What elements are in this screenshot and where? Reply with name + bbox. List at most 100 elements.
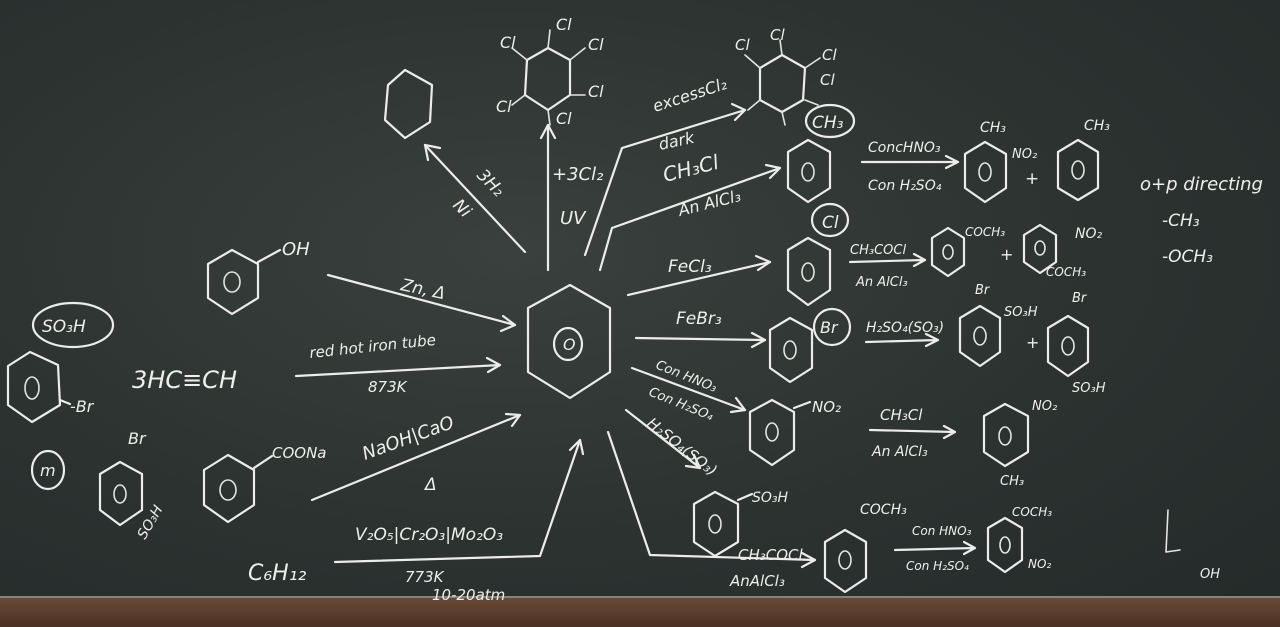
cl-label: Cl xyxy=(500,33,516,52)
no2-label: NO₂ xyxy=(812,398,841,416)
coch3-label: COCH₃ xyxy=(860,502,907,518)
coch3-label: COCH₃ xyxy=(965,225,1005,239)
bromobenzenesulfonic-ortho: Br SO₃H xyxy=(958,283,1038,368)
plus-label: + xyxy=(1000,245,1013,264)
coch3-label: COCH₃ xyxy=(1012,505,1052,519)
cl-label: Cl xyxy=(820,71,835,89)
so3h-label: SO₃H xyxy=(135,502,167,542)
ch3cocl-label: CH₃COCl xyxy=(738,546,804,564)
an-alcl3-label: An AlCl₃ xyxy=(871,444,928,460)
bromo-sulfonic-meta: Br SO₃H xyxy=(98,429,167,542)
so3h-label: SO₃H xyxy=(1072,381,1106,396)
hexachlorocyclohexane: Cl Cl Cl Cl Cl Cl xyxy=(496,15,604,128)
temp-873-label: 873K xyxy=(368,378,408,396)
m-nitrotoluene: NO₂ CH₃ xyxy=(982,399,1057,489)
conc-hno3-label: ConcHNO₃ xyxy=(868,140,941,156)
alcl3-label: An AlCl₃ xyxy=(675,186,742,220)
red-hot-iron-label: red hot iron tube xyxy=(309,331,437,362)
h2so4-so3-label: H₂SO₄(SO₃) xyxy=(866,320,944,336)
br-label: Br xyxy=(820,318,839,337)
an-alcl3-label: An AlCl₃ xyxy=(855,275,908,290)
br-label: -Br xyxy=(70,397,95,416)
uv-label: UV xyxy=(560,208,587,229)
temp-773-label: 773K xyxy=(405,568,445,586)
m-nitroacetophenone: COCH₃ NO₂ xyxy=(986,505,1052,574)
cl-label: Cl xyxy=(588,35,604,54)
dark-label: dark xyxy=(657,128,697,154)
so3h-label: SO₃H xyxy=(752,490,789,506)
hexane-label: C₆H₁₂ xyxy=(248,561,307,586)
no2-label: NO₂ xyxy=(1032,399,1057,414)
febr3-label: FeBr₃ xyxy=(676,309,722,329)
zn-label: Zn, Δ xyxy=(398,275,447,304)
ni-h2-label: 3H₂ xyxy=(472,165,508,201)
delta-label: Δ xyxy=(423,475,437,495)
bromobenzene: Br xyxy=(768,307,852,384)
cl-label: Cl xyxy=(588,82,604,101)
con-hno3-label: Con HNO₃ xyxy=(912,524,972,538)
meta-label: m xyxy=(40,461,56,480)
chloroacetophenone-para: COCH₃ xyxy=(1022,223,1086,279)
plus-label: + xyxy=(1026,333,1039,352)
excess-cl2-label: excessCl₂ xyxy=(650,74,729,116)
cyclohexane xyxy=(383,68,434,140)
br-label: Br xyxy=(975,283,991,298)
acetophenone: COCH₃ xyxy=(823,502,907,594)
och3-group-label: -OCH₃ xyxy=(1162,247,1213,267)
cl-label: Cl xyxy=(822,213,839,233)
chlorobenzene: Cl xyxy=(786,202,850,307)
wooden-tray xyxy=(0,598,1280,627)
central-benzene xyxy=(526,283,612,400)
ch3-label: CH₃ xyxy=(1000,474,1024,489)
cl-label: Cl xyxy=(496,97,512,116)
naoh-cao-label: NaOH|CaO xyxy=(360,412,457,465)
fecl3-label: FeCl₃ xyxy=(668,257,712,277)
nitrobenzene: NO₂ xyxy=(748,398,841,467)
cl-label: Cl xyxy=(822,46,837,64)
oh-label: OH xyxy=(282,239,310,260)
con-h2so4-label: Con H₂SO₄ xyxy=(906,559,969,573)
o-nitrotoluene: CH₃ NO₂ xyxy=(963,120,1037,204)
br-label: Br xyxy=(1072,291,1088,306)
op-directing-label: o+p directing xyxy=(1140,174,1263,195)
cl-label: Cl xyxy=(735,36,750,54)
sodium-benzoate: COONa xyxy=(202,444,327,524)
conc-h2so4-label: Con H₂SO₄ xyxy=(868,178,942,194)
acetylene-label: 3HC≡CH xyxy=(132,366,237,394)
bromobenzenesulfonic-acid: SO₃H -Br m xyxy=(6,301,115,491)
ni-label: Ni xyxy=(448,195,475,222)
ch3cl-label: CH₃Cl xyxy=(880,406,923,424)
bromobenzenesulfonic-para: Br SO₃H xyxy=(1046,291,1106,396)
cl-label: Cl xyxy=(556,15,572,34)
p-nitrotoluene: CH₃ NO₂ xyxy=(1056,118,1110,242)
coona-label: COONa xyxy=(272,444,327,462)
center-ring-label: O xyxy=(563,335,576,354)
br-label: Br xyxy=(128,429,147,448)
cl-label: Cl xyxy=(556,109,572,128)
reaction-arrows xyxy=(294,102,817,569)
pressure-label: 10-20atm xyxy=(432,586,505,604)
no2-label: NO₂ xyxy=(1028,557,1051,571)
uv-cl2-label: +3Cl₂ xyxy=(552,164,603,185)
chloroacetophenone-ortho: COCH₃ xyxy=(930,225,1005,278)
no2-label: NO₂ xyxy=(1075,226,1102,242)
ch3-group-label: -CH₃ xyxy=(1162,211,1200,231)
ch3cl-label: CH₃Cl xyxy=(660,150,721,187)
hexachlorobenzene-product: Cl Cl Cl Cl xyxy=(735,26,837,126)
no2-label: NO₂ xyxy=(1012,147,1037,162)
coch3-label: COCH₃ xyxy=(1046,265,1086,279)
ch3cocl-label: CH₃COCl xyxy=(850,243,906,258)
phenol: OH xyxy=(206,239,310,316)
oh-label: OH xyxy=(1200,567,1220,582)
alcl3-label: AnAlCl₃ xyxy=(729,572,785,590)
cl-label: Cl xyxy=(770,26,785,44)
benzenesulfonic-acid: SO₃H xyxy=(692,490,789,558)
ch3-label: CH₃ xyxy=(812,113,844,133)
ch3-label: CH₃ xyxy=(1084,118,1110,134)
plus-label: + xyxy=(1025,169,1039,189)
so3h-label: SO₃H xyxy=(1004,305,1038,320)
toluene: CH₃ xyxy=(786,103,856,204)
v2o5-label: V₂O₅|Cr₂O₃|Mo₂O₃ xyxy=(355,525,503,545)
ch3-label: CH₃ xyxy=(980,120,1006,136)
